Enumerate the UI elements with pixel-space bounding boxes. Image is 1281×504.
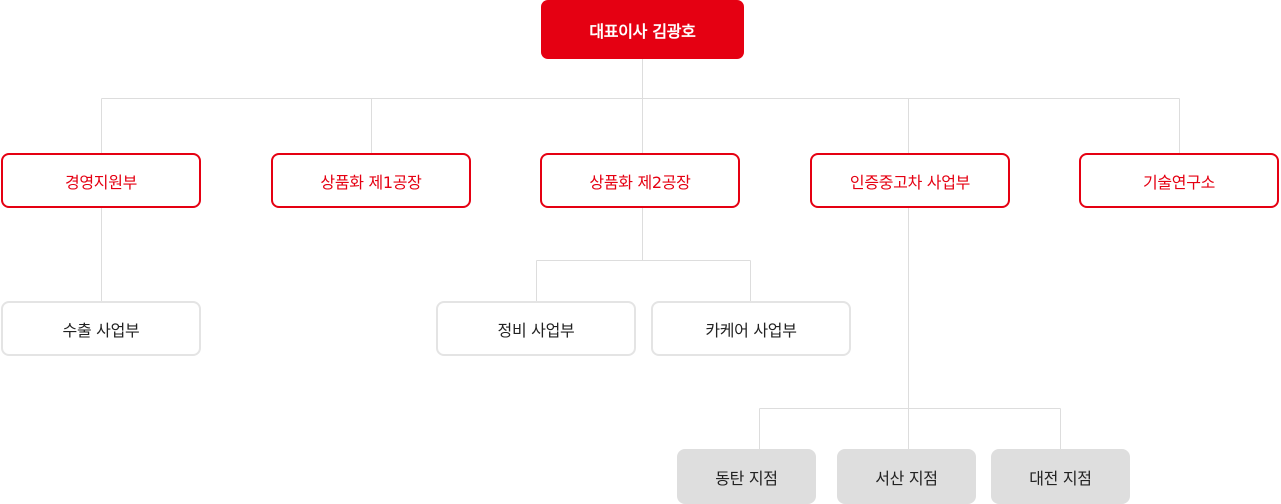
sub-unit-label: 카케어 사업부 xyxy=(705,320,797,340)
dept-factory-2: 상품화 제2공장 xyxy=(540,153,740,208)
sub-unit-label: 정비 사업부 xyxy=(497,320,575,340)
ceo-label: 대표이사 김광호 xyxy=(589,21,696,41)
sub-unit-maintenance: 정비 사업부 xyxy=(436,301,636,356)
dept-label: 기술연구소 xyxy=(1142,172,1216,192)
branch-label: 서산 지점 xyxy=(875,468,938,488)
sub-unit-label: 수출 사업부 xyxy=(62,320,140,340)
dept-factory-1: 상품화 제1공장 xyxy=(271,153,471,208)
sub-unit-carcare: 카케어 사업부 xyxy=(651,301,851,356)
dept-label: 인증중고차 사업부 xyxy=(849,172,971,192)
branch-label: 대전 지점 xyxy=(1029,468,1092,488)
dept-label: 경영지원부 xyxy=(64,172,138,192)
dept-label: 상품화 제2공장 xyxy=(589,172,691,192)
dept-label: 상품화 제1공장 xyxy=(320,172,422,192)
dept-research-lab: 기술연구소 xyxy=(1079,153,1279,208)
branch-daejeon: 대전 지점 xyxy=(991,449,1130,504)
branch-seosan: 서산 지점 xyxy=(837,449,976,504)
dept-management-support: 경영지원부 xyxy=(1,153,201,208)
branch-label: 동탄 지점 xyxy=(715,468,778,488)
ceo-box: 대표이사 김광호 xyxy=(541,0,744,59)
branch-dongtan: 동탄 지점 xyxy=(677,449,816,504)
dept-certified-used-car: 인증중고차 사업부 xyxy=(810,153,1010,208)
sub-unit-export: 수출 사업부 xyxy=(1,301,201,356)
